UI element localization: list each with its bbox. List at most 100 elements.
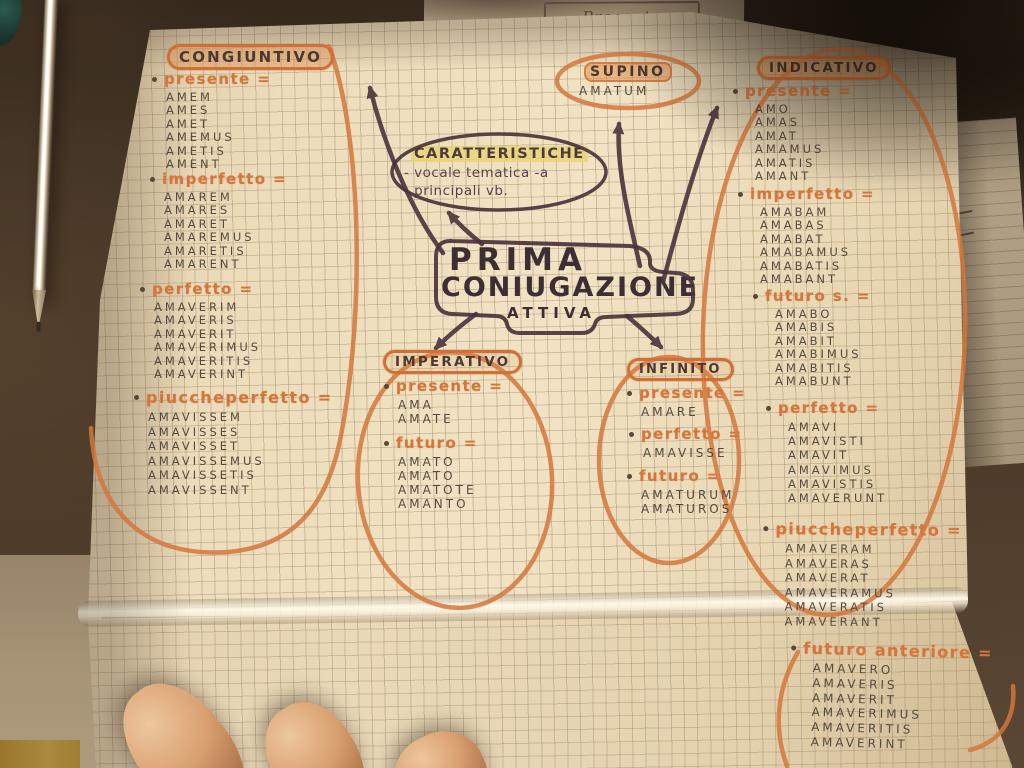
verb-form: AMANT (755, 169, 812, 184)
verb-form: AMATIS (755, 155, 816, 170)
verb-form: AMAVERAS (785, 555, 872, 571)
dark-bubbles (390, 132, 695, 335)
tense-label: presente = (745, 82, 853, 100)
verb-form: AMAVISSETIS (148, 468, 257, 482)
verb-form: AMABIT (775, 333, 837, 348)
verb-form: AMABUNT (775, 374, 854, 389)
tense-label: futuro = (396, 434, 478, 452)
verb-form: AMAVERINT (154, 367, 249, 382)
mood-label-imperativo: IMPERATIVO (383, 350, 523, 374)
mood-label-congiuntivo: CONGIUNTIVO (167, 44, 335, 70)
bullet-dot (766, 405, 771, 411)
verb-form: AMABAT (760, 231, 826, 246)
branch-arrows (366, 85, 720, 351)
verb-form: AMABITIS (775, 360, 854, 375)
verb-form: AMAT (755, 128, 799, 143)
verb-form: AMAREM (164, 190, 233, 204)
tense-label: futuro anteriore = (802, 638, 994, 663)
verb-form: AMATUROS (641, 502, 733, 516)
tense-label: futuro s. = (765, 287, 871, 305)
verb-forms: AMARE (641, 405, 746, 419)
verb-form: AMAVERIT (154, 326, 237, 341)
verb-form: AMAVERUNT (788, 491, 888, 506)
verb-form: AMARET (164, 216, 230, 231)
mood-label-infinito: INFINITO (627, 358, 734, 381)
verb-form: AMAS (755, 115, 800, 130)
verb-form: AMAMUS (755, 142, 825, 157)
verb-form: AMAVISSEM (148, 410, 243, 424)
verb-form: AMAVISSENT (148, 482, 252, 497)
verb-form: AMAVISSES (148, 424, 241, 439)
supino-form: AMATUM (579, 84, 650, 98)
verb-form: AMABAS (760, 218, 827, 233)
verb-form: AMATE (398, 412, 454, 426)
verb-form: AMABAM (760, 205, 830, 219)
bullet-dot (753, 293, 758, 299)
verb-form: AMAVERATIS (784, 599, 888, 615)
tense-label: imperfetto = (162, 170, 288, 188)
bullet-dot (134, 395, 139, 400)
verb-form: AMAVERIMUS (154, 340, 262, 355)
verb-form: AMABO (775, 307, 833, 321)
verb-form: AMEMUS (166, 130, 235, 145)
verb-form: AMAVISTI (788, 434, 866, 449)
verb-form: AMATO (398, 469, 456, 483)
bullet-dot (733, 88, 738, 94)
tense-label: piuccheperfetto = (775, 519, 963, 540)
verb-form: AMAVERAM (785, 541, 875, 557)
infinito-perfetto: perfetto = AMAVISSE (629, 425, 742, 460)
verb-form: AMABIMUS (775, 347, 862, 362)
verb-form: AMANTO (398, 497, 469, 511)
verb-form: AMAVERAT (784, 570, 871, 586)
tense-label: perfetto = (152, 280, 254, 298)
verb-form: AMATOTE (398, 483, 477, 497)
verb-form: AMAVISSE (643, 446, 728, 460)
bullet-dot (152, 76, 157, 82)
verb-form: AMET (166, 116, 211, 131)
verb-form: AMABATIS (760, 258, 843, 273)
tense-label: presente = (396, 377, 504, 395)
verb-form: AMAVIT (788, 448, 850, 463)
tense-label: piuccheperfetto = (146, 388, 333, 407)
verb-form: AMABAMUS (760, 245, 852, 260)
verb-form: AMAVERIM (154, 300, 240, 314)
tense-label: imperfetto = (750, 185, 876, 203)
bullet-dot (627, 473, 632, 479)
verb-form: AMABANT (760, 272, 839, 287)
verb-form: AMAREMUS (164, 230, 255, 245)
verb-form: AMAVERANT (784, 613, 883, 629)
verb-form: AMAVI (788, 420, 840, 434)
bullet-dot (629, 431, 634, 437)
verb-form: AMAVERAMUS (784, 584, 896, 600)
supino-label: SUPINO (584, 62, 672, 82)
verb-form: AMES (166, 103, 211, 118)
verb-form: AMATO (398, 455, 456, 469)
verb-form: AMETIS (166, 143, 227, 158)
tense-label: futuro = (639, 467, 721, 485)
verb-form: AMAVIMUS (788, 462, 874, 477)
tense-label: presente = (164, 70, 272, 88)
bullet-dot (738, 191, 743, 197)
